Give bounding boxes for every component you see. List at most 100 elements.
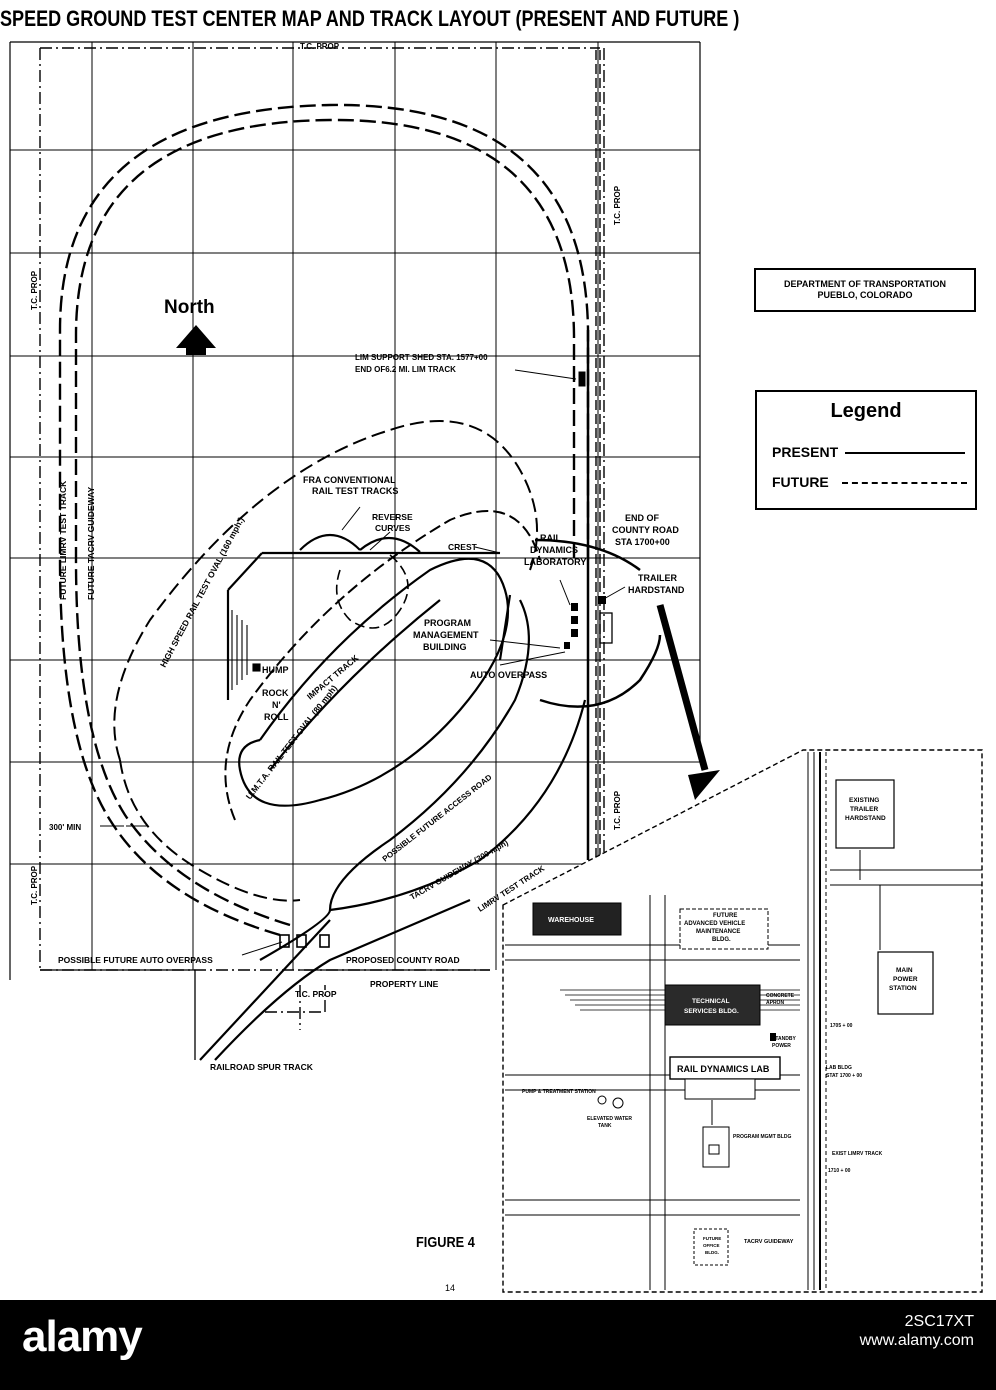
label-county-3: STA 1700+00 (615, 537, 670, 547)
inset-lab-bldg-1: LAB BLDG (826, 1065, 852, 1071)
lim-track (578, 50, 601, 860)
high-speed-oval-south (119, 759, 301, 902)
label-railroad-spur: RAILROAD SPUR TRACK (210, 1062, 314, 1072)
county-road (534, 538, 662, 708)
inset-program-mgmt: PROGRAM MGMT BLDG (733, 1134, 791, 1140)
label-rock-2: N' (272, 700, 281, 710)
inset-existing-1: EXISTING (849, 797, 879, 804)
department-line-1: DEPARTMENT OF TRANSPORTATION (784, 279, 946, 289)
inset-exist-limrv: EXIST LIMRV TRACK (832, 1151, 883, 1157)
label-county-1: END OF (625, 513, 660, 523)
page-number: 14 (445, 1283, 456, 1293)
page-title: SPEED GROUND TEST CENTER MAP AND TRACK L… (0, 6, 740, 31)
inset-avm-1: FUTURE (713, 913, 737, 919)
label-rail-dyn-1: RAIL (540, 533, 561, 543)
label-fra-2: RAIL TEST TRACKS (312, 486, 398, 496)
label-lim-end: END OF6.2 MI. LIM TRACK (355, 365, 456, 374)
inset-office-3: BLDG. (705, 1250, 719, 1255)
inset-power-2: POWER (893, 976, 918, 983)
inset-existing-3: HARDSTAND (845, 815, 886, 822)
label-tc-prop-sw: T.C. PROP (30, 865, 39, 905)
lower-boundary (40, 969, 490, 1060)
label-tc-prop-west: T.C. PROP (30, 270, 39, 310)
legend-future-label: FUTURE (772, 474, 829, 490)
label-auto-overpass: AUTO OVERPASS (470, 670, 547, 680)
watermark-code-line1: 2SC17XT (904, 1313, 974, 1330)
label-future-tacrv: FUTURE TACRV GUIDEWAY (86, 486, 96, 600)
inset-avm-4: BLDG. (712, 937, 731, 943)
inset-sta-1710: 1710 + 00 (828, 1168, 851, 1174)
label-tc-prop-top: T.C. PROP (300, 42, 340, 51)
present-tracks (199, 534, 587, 1061)
high-speed-oval (113, 420, 539, 761)
label-county-2: COUNTY ROAD (612, 525, 679, 535)
hump-yard (231, 610, 261, 690)
department-line-2: PUEBLO, COLORADO (817, 290, 913, 300)
label-program-1: PROGRAM (424, 618, 471, 628)
watermark-bar (0, 1300, 996, 1390)
label-trailer-2: HARDSTAND (628, 585, 685, 595)
label-tc-prop-bottom: T.C. PROP (295, 989, 337, 999)
leader-lines (100, 369, 626, 956)
pointer-arrow-head (688, 770, 720, 800)
north-label: North (164, 297, 215, 318)
legend-future-line (842, 482, 967, 484)
label-future-limrv: FUTURE LIMRV TEST TRACK (58, 480, 68, 600)
label-fra-1: FRA CONVENTIONAL (303, 475, 396, 485)
inset-water-1: ELEVATED WATER (587, 1116, 632, 1122)
future-limrv-loop (58, 103, 590, 937)
label-rail-dyn-3: LABORATORY (524, 557, 586, 567)
label-tc-prop-east: T.C. PROP (613, 185, 622, 225)
label-reverse-1: REVERSE (372, 512, 413, 522)
label-access-road: POSSIBLE FUTURE ACCESS ROAD (381, 773, 494, 864)
label-proposed-road: PROPOSED COUNTY ROAD (346, 955, 460, 965)
label-property-line: PROPERTY LINE (370, 979, 439, 989)
label-rail-dyn-2: DYNAMICS (530, 545, 578, 555)
inset-lab-bldg-2: STAT 1700 + 00 (826, 1073, 862, 1079)
reverse-loop-dashed (335, 554, 409, 629)
label-crest: CREST (448, 542, 478, 552)
inset-avm-2: ADVANCED VEHICLE (684, 921, 745, 927)
inset-avm-3: MAINTENANCE (696, 929, 740, 935)
legend-title: Legend (830, 400, 902, 422)
overpass-bridges (279, 934, 330, 948)
legend-box: Legend PRESENT FUTURE (755, 390, 977, 510)
legend-present-label: PRESENT (772, 444, 839, 460)
label-lim-shed: LIM SUPPORT SHED STA. 1577+00 (355, 353, 488, 362)
label-program-2: MANAGEMENT (413, 630, 479, 640)
label-reverse-2: CURVES (375, 523, 411, 533)
inset-technical-2: SERVICES BLDG. (684, 1008, 739, 1015)
inset-tacrv-guideway: TACRV GUIDEWAY (744, 1239, 794, 1245)
inset-sta-1705: 1705 + 00 (830, 1023, 853, 1029)
pointer-arrow-shaft (656, 604, 709, 771)
inset-rail-dyn-lab: RAIL DYNAMICS LAB (677, 1064, 770, 1074)
legend-present-line (845, 452, 965, 454)
map-drawing: North T.C. PROP LIM SUPPORT SHED STA. 15… (9, 41, 983, 1293)
inset-power-3: STATION (889, 985, 917, 992)
inset-water-2: TANK (598, 1123, 612, 1129)
inset-warehouse: WAREHOUSE (548, 917, 594, 924)
figure-label: FIGURE 4 (416, 1234, 475, 1251)
section-grid (9, 41, 701, 980)
label-300-min: 300' MIN (49, 823, 81, 832)
label-tc-prop-se: T.C. PROP (613, 790, 622, 830)
inset-office-1: FUTURE (703, 1236, 721, 1241)
inset-labels: EXISTING TRAILER HARDSTAND MAIN POWER ST… (522, 797, 918, 1255)
inset-office-2: OFFICE (703, 1243, 720, 1248)
inset-existing-2: TRAILER (850, 806, 878, 813)
inset-standby-1: STANDBY (772, 1036, 796, 1042)
label-possible-overpass: POSSIBLE FUTURE AUTO OVERPASS (58, 955, 213, 965)
label-rock-3: ROLL (264, 712, 289, 722)
label-tacrv-guide: TACRV GUIDEWAY (300 mph) (409, 838, 511, 902)
north-arrow-icon (176, 325, 216, 355)
map-sheet: SPEED GROUND TEST CENTER MAP AND TRACK L… (0, 6, 983, 1293)
watermark-code-line2: www.alamy.com (859, 1332, 974, 1349)
label-rock-1: ROCK (262, 688, 289, 698)
watermark-logo: alamy (22, 1312, 143, 1361)
inset-pump: PUMP & TREATMENT STATION (522, 1089, 596, 1095)
inset-panel (502, 749, 983, 1293)
trailer-hardstand-marker (599, 612, 613, 644)
label-hump: HUMP (262, 665, 289, 675)
department-box: DEPARTMENT OF TRANSPORTATION PUEBLO, COL… (754, 268, 976, 312)
watermark-code: 2SC17XT www.alamy.com (860, 1312, 974, 1350)
